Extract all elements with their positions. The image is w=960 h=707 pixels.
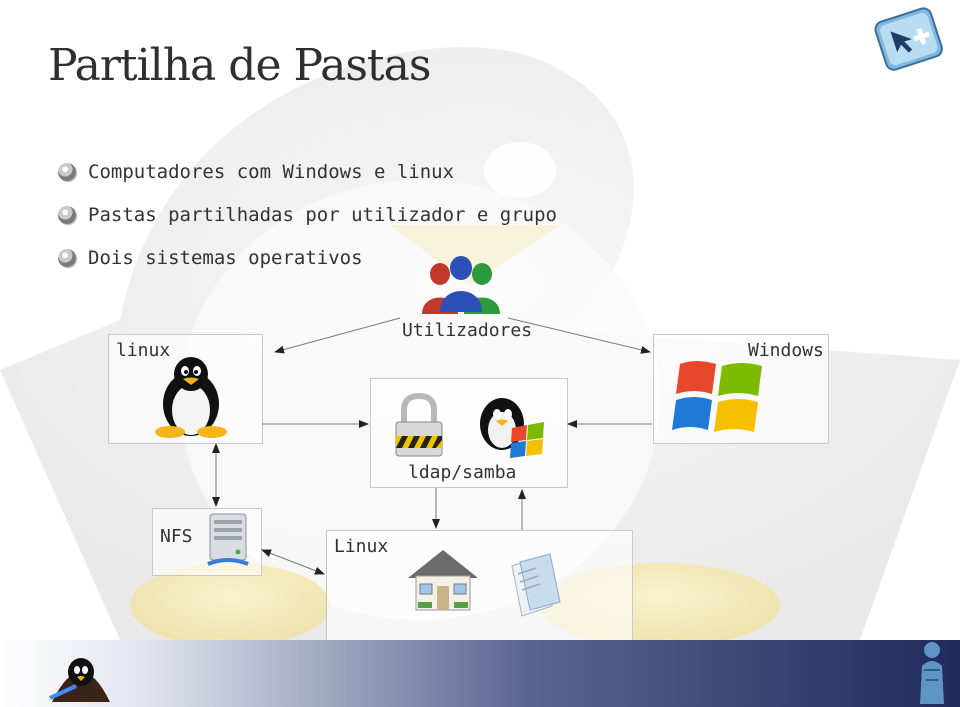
slide-title: Partilha de Pastas	[48, 40, 431, 91]
padlock-icon	[395, 392, 443, 457]
windows-client-label: Windows	[748, 340, 824, 361]
bullet-list: Computadores com Windows e linux Pastas …	[58, 150, 557, 279]
arrow-nfs-storage	[261, 549, 325, 575]
bullet-text: Pastas partilhadas por utilizador e grup…	[88, 203, 557, 226]
footer-bar	[0, 640, 960, 707]
house-icon	[408, 550, 478, 611]
windows-logo-icon	[672, 361, 762, 432]
bullet-item: Computadores com Windows e linux	[58, 150, 557, 193]
server-tower-icon	[207, 513, 249, 566]
users-label: Utilizadores	[402, 320, 533, 341]
users-group-icon	[422, 256, 500, 314]
cursor-plus-logo-icon	[874, 7, 943, 71]
bullet-text: Computadores com Windows e linux	[88, 160, 455, 183]
bullet-item: Dois sistemas operativos	[58, 236, 557, 279]
linux-client-label: linux	[116, 340, 171, 361]
jedi-penguin-icon	[49, 658, 110, 702]
tux-penguin-icon	[155, 357, 227, 438]
arrow-users-to-linux	[274, 317, 401, 354]
bullet-item: Pastas partilhadas por utilizador e grup…	[58, 193, 557, 236]
nfs-label: NFS	[160, 526, 193, 547]
linux-storage-label: Linux	[334, 536, 389, 557]
bullet-icon	[58, 248, 76, 267]
server-label: ldap/samba	[408, 462, 517, 483]
shared-folder-icon	[511, 553, 561, 617]
bullet-icon	[58, 205, 76, 224]
arrow-users-to-windows	[507, 317, 651, 354]
statue-logo-icon	[920, 642, 944, 704]
bullet-text: Dois sistemas operativos	[88, 246, 363, 269]
penguin-windows-icon	[480, 398, 544, 458]
bullet-icon	[58, 162, 76, 181]
